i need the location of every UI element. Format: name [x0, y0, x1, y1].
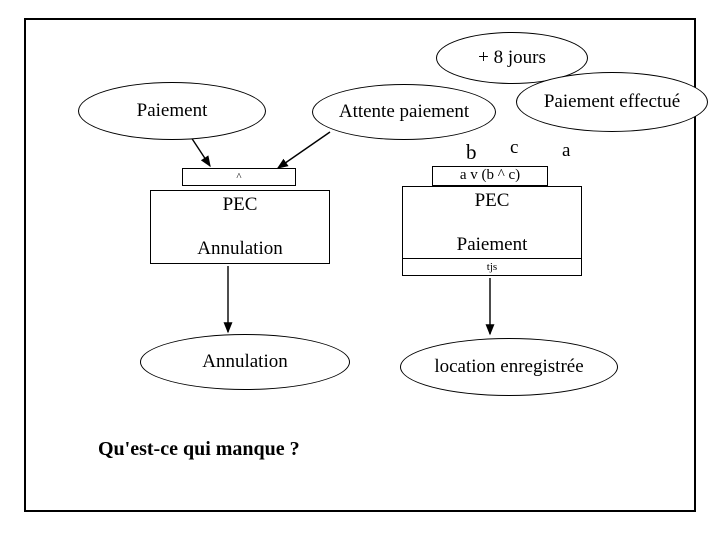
question-text: Qu'est-ce qui manque ?: [98, 438, 300, 460]
node-pec-annulation-line1: PEC: [222, 194, 258, 216]
node-pec-paiement[interactable]: PEC Paiement: [402, 186, 582, 260]
node-paiement[interactable]: Paiement: [78, 82, 266, 140]
node-pec-annulation-label: PEC Annulation: [197, 194, 283, 260]
guard-box-caret[interactable]: ^: [182, 168, 296, 186]
guard-label-c: c: [510, 137, 519, 158]
diagram-border: [24, 18, 696, 512]
node-location-enregistree-label: location enregistrée: [434, 355, 584, 377]
node-paiement-effectue[interactable]: Paiement effectué: [516, 72, 708, 132]
node-paiement-label: Paiement: [136, 99, 208, 121]
node-pec-annulation[interactable]: PEC Annulation: [150, 190, 330, 264]
guard-box-a-v-b-c-label: a v (b ^ c): [459, 167, 521, 184]
node-attente-paiement-label: Attente paiement: [338, 100, 470, 122]
node-paiement-effectue-label: Paiement effectué: [543, 90, 681, 112]
node-plus-8-jours-label: + 8 jours: [478, 46, 546, 68]
node-location-enregistree[interactable]: location enregistrée: [400, 338, 618, 396]
node-pec-paiement-line2: Paiement: [456, 233, 528, 255]
node-attente-paiement[interactable]: Attente paiement: [312, 84, 496, 140]
node-pec-annulation-line2: Annulation: [197, 237, 283, 259]
guard-label-b: b: [466, 140, 477, 164]
node-annulation-label: Annulation: [202, 350, 288, 372]
node-plus-8-jours[interactable]: + 8 jours: [436, 32, 588, 84]
guard-box-a-v-b-c[interactable]: a v (b ^ c): [432, 166, 548, 186]
node-pec-paiement-line1: PEC: [474, 190, 510, 212]
guard-box-tjs-label: tjs: [486, 260, 498, 273]
node-pec-paiement-label: PEC Paiement: [457, 190, 528, 256]
guard-box-tjs[interactable]: tjs: [402, 258, 582, 276]
node-annulation[interactable]: Annulation: [140, 334, 350, 390]
guard-box-caret-label: ^: [236, 170, 242, 183]
guard-label-a: a: [562, 140, 571, 161]
